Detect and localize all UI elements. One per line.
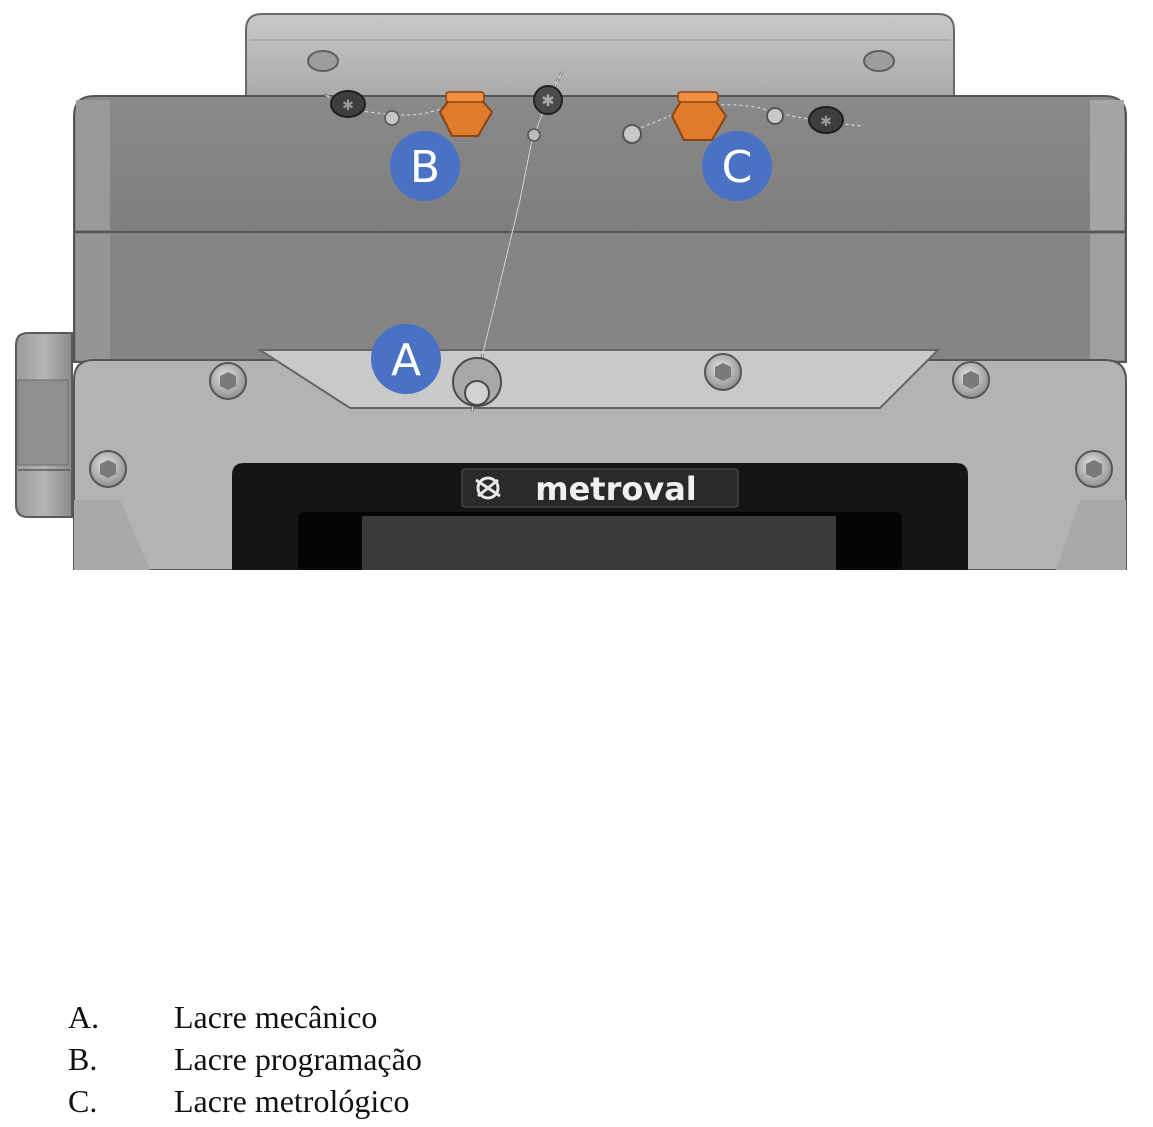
device-seal-illustration: metroval ✱ ✱ ✱ A [15,13,1127,570]
legend-item: A. Lacre mecânico [68,996,768,1038]
housing-upper [73,95,1127,233]
screw [89,450,127,488]
side-latch [15,332,73,518]
top-mounting-plate [245,13,955,99]
callout-badge-b: B [390,131,460,201]
legend-text: Lacre metrológico [174,1082,410,1119]
brand-logo: metroval [461,468,739,508]
seal-wire-c: ✱ [622,91,863,144]
legend-text: Lacre programação [174,1040,422,1077]
svg-text:✱: ✱ [541,91,554,110]
seal-wire-b: ✱ [321,90,494,137]
metroval-logo-icon [475,476,501,500]
brand-name: metroval [535,470,697,508]
callout-badge-a: A [371,324,441,394]
hex-nut-b [438,91,494,137]
seal-wire-a: ✱ [452,71,564,413]
housing-lower [73,231,1127,363]
legend-text: Lacre mecânico [174,998,378,1035]
svg-text:B: B [410,142,440,193]
hex-nut-c [670,91,728,141]
legend-list: A. Lacre mecânico B. Lacre programação C… [68,996,768,1122]
legend-letter: B. [68,1040,98,1077]
svg-text:✱: ✱ [820,114,832,130]
legend-item: C. Lacre metrológico [68,1080,768,1122]
svg-text:✱: ✱ [342,98,354,114]
display-window [232,463,968,570]
legend-letter: C. [68,1082,98,1119]
screw [952,361,990,399]
callout-badge-c: C [702,131,772,201]
legend-letter: A. [68,998,100,1035]
legend-item: B. Lacre programação [68,1038,768,1080]
screw [1075,450,1113,488]
svg-text:C: C [722,142,753,193]
screw [209,362,247,400]
screw [704,353,742,391]
svg-text:A: A [391,335,421,386]
